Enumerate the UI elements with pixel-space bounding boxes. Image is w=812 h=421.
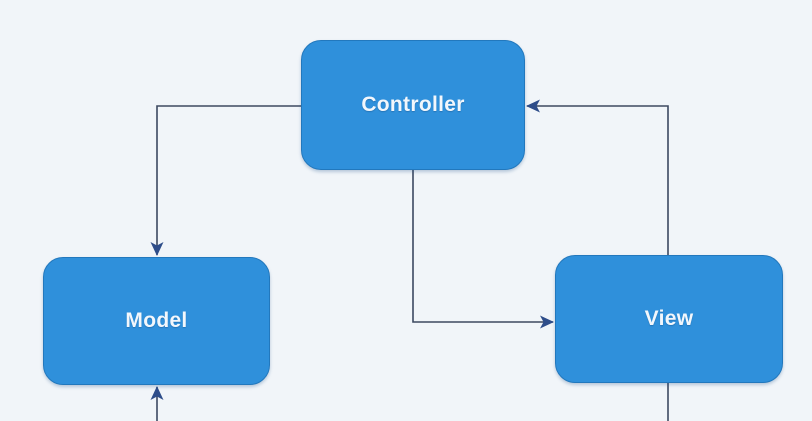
edge-controller-to-model (150, 105, 301, 256)
node-view: View (555, 255, 783, 383)
node-model: Model (43, 257, 270, 385)
node-model-label: Model (125, 309, 188, 332)
edge-view-to-controller (526, 99, 669, 255)
node-controller: Controller (301, 40, 525, 170)
edge-controller-to-view (412, 170, 554, 329)
node-view-label: View (644, 307, 694, 330)
node-controller-label: Controller (361, 93, 465, 116)
